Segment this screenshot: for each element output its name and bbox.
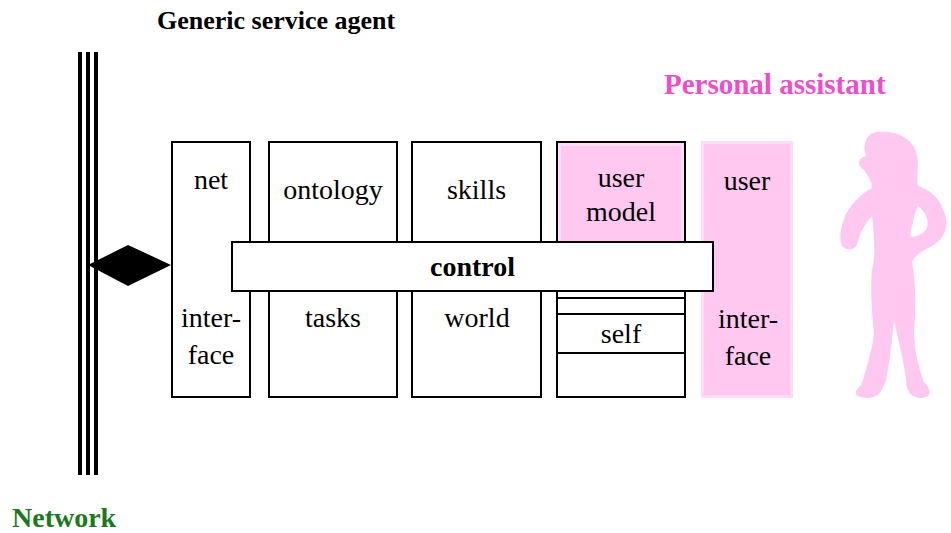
user-model-label: user model [566, 161, 676, 229]
person-silhouette [840, 132, 946, 398]
compartment-line [558, 352, 684, 354]
component-label: world [417, 299, 537, 336]
component-label: ontology [270, 171, 396, 208]
user-interface-column: user inter- face [701, 141, 793, 398]
control-label: control [233, 243, 712, 290]
component-label: inter- face [708, 300, 788, 374]
control-bar: control [231, 241, 714, 292]
self-label: self [558, 315, 684, 352]
compartment-line [558, 313, 684, 315]
component-label: net [173, 161, 249, 198]
network-label: Network [12, 502, 116, 533]
component-label: skills [413, 171, 540, 208]
diamond-arrow [88, 245, 171, 286]
component-label: inter- face [174, 299, 248, 373]
component-label: user [704, 162, 790, 199]
diagram-title: Generic service agent [157, 6, 395, 36]
component-label: tasks [273, 299, 393, 336]
network-line [78, 52, 82, 475]
network-line [86, 52, 90, 475]
group-label: Personal assistant [664, 68, 886, 101]
compartment-line [558, 297, 684, 299]
